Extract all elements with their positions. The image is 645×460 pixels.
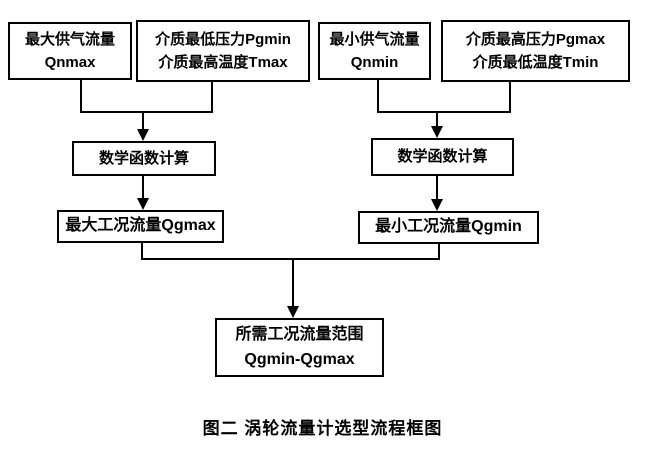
node-text-line: Qnmax <box>44 54 96 71</box>
node-max-pressure-min-temp: 介质最高压力Pgmax 介质最低温度Tmin <box>441 20 630 82</box>
node-math-calc-right: 数学函数计算 <box>371 138 514 176</box>
node-text-line: 介质最高温度Tmax <box>158 54 288 71</box>
node-text-line: 介质最低压力Pgmin <box>155 30 291 48</box>
node-text-line: 介质最低温度Tmin <box>472 54 599 71</box>
node-text-line: 所需工况流量范围 <box>235 325 364 343</box>
connector-calc-left-to-qgmax <box>137 176 149 210</box>
connector-calc-right-to-qgmin <box>431 176 443 211</box>
node-text-line: Qgmin-Qgmax <box>244 350 355 368</box>
node-text-line: 介质最高压力Pgmax <box>465 30 606 48</box>
arrowhead-down-icon <box>137 198 149 210</box>
node-max-supply-flow: 最大供气流量 Qnmax <box>8 22 132 80</box>
node-text-line: 数学函数计算 <box>397 148 488 166</box>
node-text-line: 数学函数计算 <box>98 149 189 167</box>
node-min-pressure-max-temp: 介质最低压力Pgmin 介质最高温度Tmax <box>136 20 310 82</box>
node-text-line: 最大工况流量Qgmax <box>65 217 216 235</box>
arrowhead-down-icon <box>137 129 149 141</box>
figure-caption: 图二 涡轮流量计选型流程框图 <box>202 419 443 438</box>
connector-bottom-merge <box>141 243 440 318</box>
arrowhead-down-icon <box>431 126 443 138</box>
node-math-calc-left: 数学函数计算 <box>72 141 216 176</box>
node-max-operating-flow: 最大工况流量Qgmax <box>57 210 224 243</box>
node-text-line: 最小供气流量 <box>329 30 420 48</box>
node-text-line: Qnmin <box>350 54 399 71</box>
node-text-line: 最大供气流量 <box>24 30 115 48</box>
node-min-supply-flow: 最小供气流量 Qnmin <box>318 22 431 80</box>
node-min-operating-flow: 最小工况流量Qgmin <box>358 211 539 244</box>
connector-right-merge <box>377 80 511 138</box>
arrowhead-down-icon <box>287 306 299 318</box>
node-text-line: 最小工况流量Qgmin <box>375 218 522 236</box>
arrowhead-down-icon <box>431 199 443 211</box>
node-required-flow-range: 所需工况流量范围 Qgmin-Qgmax <box>215 318 384 377</box>
connector-left-merge <box>80 80 213 141</box>
